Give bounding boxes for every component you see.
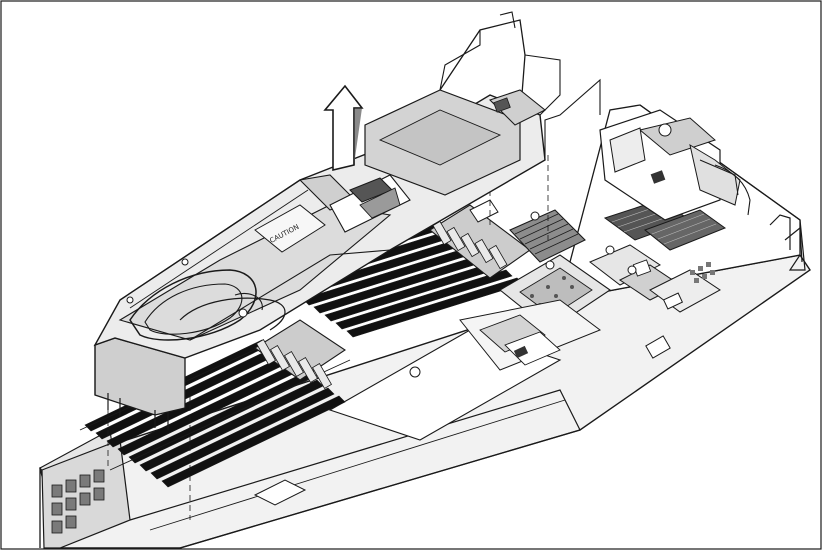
processor-heatsink bbox=[509, 209, 586, 263]
system-board-components bbox=[254, 109, 751, 389]
arrow-up-icon bbox=[323, 84, 364, 172]
dimm-slot-upper bbox=[335, 269, 513, 330]
air-baffle: CAUTION bbox=[93, 11, 601, 520]
baffle-handle-loop bbox=[129, 269, 257, 341]
dimm-slot-lower bbox=[161, 395, 346, 488]
bezel-vents bbox=[51, 469, 105, 534]
caution-label-panel bbox=[254, 204, 326, 253]
dimm-slot-lower bbox=[150, 387, 335, 480]
